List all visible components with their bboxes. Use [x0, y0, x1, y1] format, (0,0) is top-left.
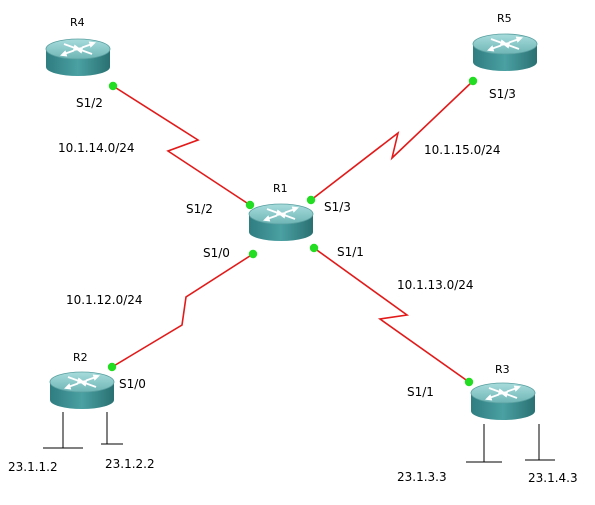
- link-r1-r4: [112, 85, 251, 206]
- router-label: R5: [497, 12, 512, 25]
- port-dot: [306, 195, 316, 205]
- router-icon: [472, 33, 538, 72]
- port-dot: [248, 249, 258, 259]
- interface-label: S1/3: [324, 200, 351, 214]
- link-r1-r2: [111, 253, 254, 368]
- router-r4[interactable]: R4: [45, 16, 111, 77]
- port-dot: [464, 377, 474, 387]
- port-dot: [309, 243, 319, 253]
- router-label: R2: [73, 351, 88, 364]
- lan-address-label: 23.1.1.2: [8, 460, 58, 474]
- router-icon: [470, 382, 536, 421]
- port-dot: [468, 76, 478, 86]
- interface-label: S1/0: [119, 377, 146, 391]
- lan-address-label: 23.1.2.2: [105, 457, 155, 471]
- port-dot: [107, 362, 117, 372]
- router-r5[interactable]: R5: [472, 12, 538, 72]
- link-r1-r5: [310, 80, 474, 201]
- router-icon: [248, 203, 314, 242]
- lan-address-label: 23.1.4.3: [528, 471, 578, 485]
- router-r3[interactable]: R3: [470, 363, 536, 421]
- lan-stub: [101, 412, 123, 445]
- router-label: R4: [70, 16, 85, 29]
- router-icon: [45, 38, 111, 77]
- lan-stub: [466, 424, 502, 463]
- interface-label: S1/1: [407, 385, 434, 399]
- network-label: 10.1.14.0/24: [58, 141, 135, 155]
- interface-label: S1/3: [489, 87, 516, 101]
- port-dot: [108, 81, 118, 91]
- lan-address-label: 23.1.3.3: [397, 470, 447, 484]
- interface-label: S1/2: [186, 202, 213, 216]
- router-label: R1: [273, 182, 288, 195]
- router-r1[interactable]: R1: [248, 182, 314, 242]
- port-dot: [245, 200, 255, 210]
- network-label: 10.1.12.0/24: [66, 293, 143, 307]
- network-label: 10.1.13.0/24: [397, 278, 474, 292]
- lan-stub: [43, 412, 83, 449]
- interface-label: S1/2: [76, 96, 103, 110]
- interface-label: S1/1: [337, 245, 364, 259]
- router-r2[interactable]: R2: [49, 351, 115, 410]
- network-label: 10.1.15.0/24: [424, 143, 501, 157]
- interface-label: S1/0: [203, 246, 230, 260]
- lan-stub: [525, 424, 555, 461]
- router-label: R3: [495, 363, 510, 376]
- link-r1-r3: [313, 247, 470, 383]
- router-icon: [49, 371, 115, 410]
